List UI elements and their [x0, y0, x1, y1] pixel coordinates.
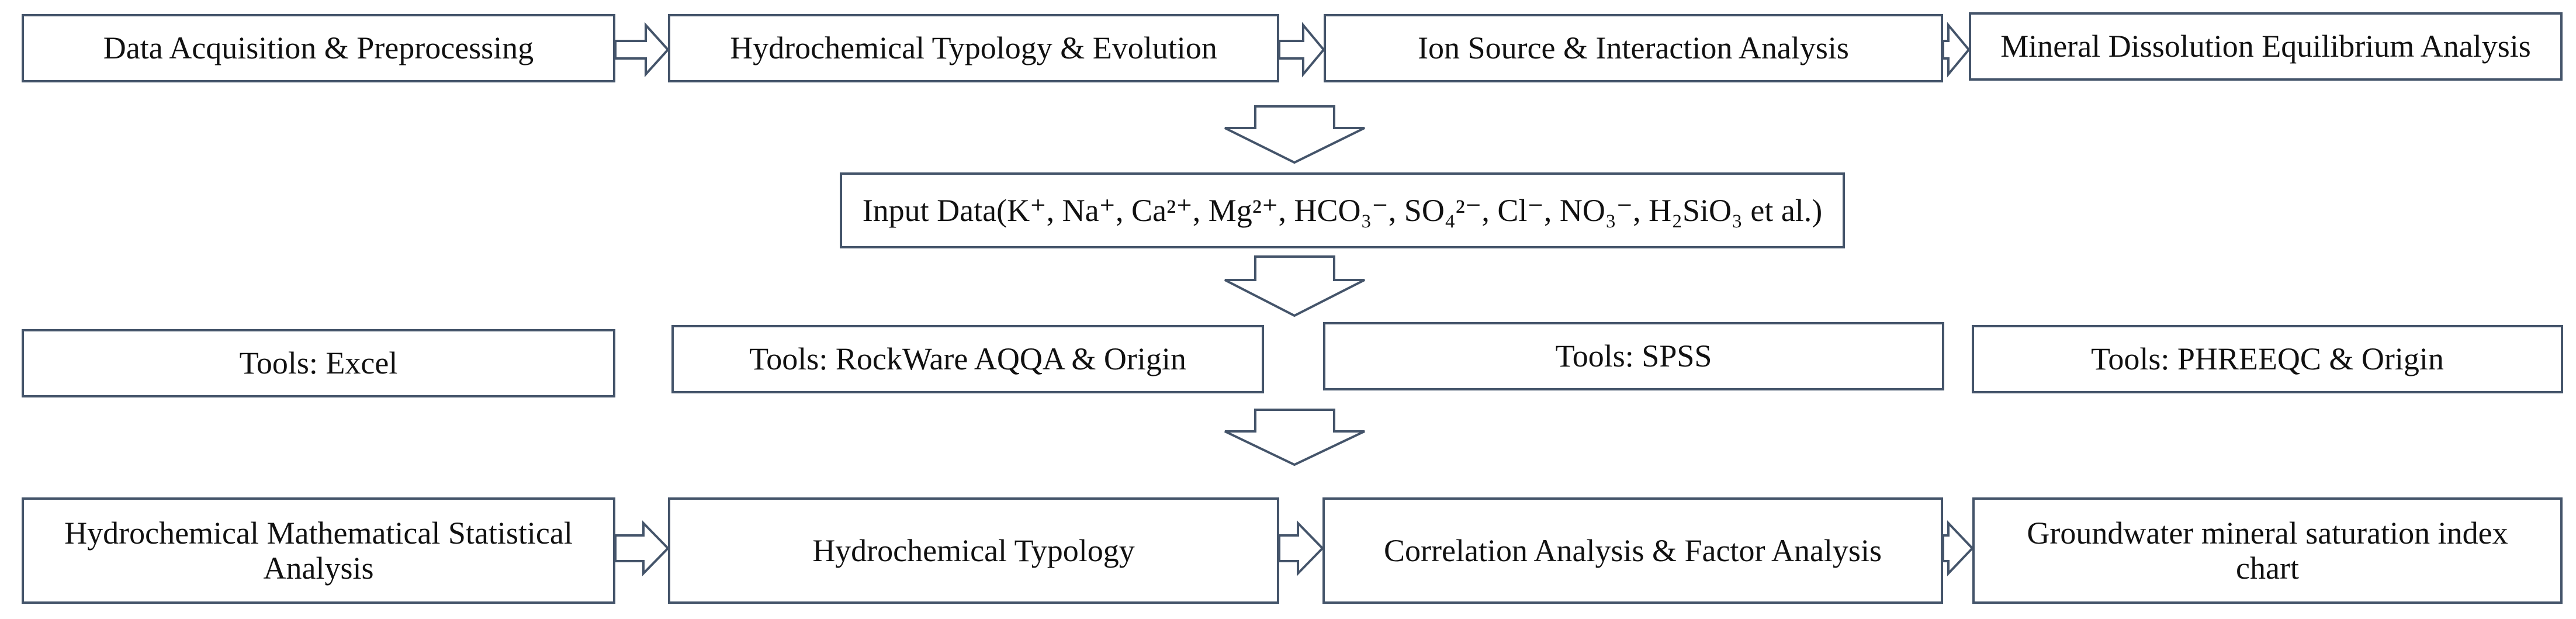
stage-ion-source-analysis: Ion Source & Interaction Analysis: [1324, 14, 1943, 82]
tools-rockware-aqqa-origin: Tools: RockWare AQQA & Origin: [671, 325, 1264, 393]
stage-hydrochemical-typology-evolution: Hydrochemical Typology & Evolution: [668, 14, 1279, 82]
tools-excel: Tools: Excel: [22, 329, 615, 397]
output-saturation-index-chart: Groundwater mineral saturation index cha…: [1972, 497, 2563, 604]
output-correlation-factor-analysis: Correlation Analysis & Factor Analysis: [1322, 497, 1943, 604]
down-arrow-icon: [1224, 409, 1365, 466]
right-arrow-icon: [614, 22, 670, 78]
tools-phreeqc-origin: Tools: PHREEQC & Origin: [1972, 325, 2563, 393]
tools-spss: Tools: SPSS: [1323, 322, 1944, 390]
stage-data-acquisition: Data Acquisition & Preprocessing: [22, 14, 615, 82]
right-arrow-icon: [1278, 22, 1325, 78]
right-arrow-icon: [1942, 520, 1974, 576]
input-data-box: Input Data(K⁺, Na⁺, Ca²⁺, Mg²⁺, HCO₃⁻, S…: [840, 172, 1845, 248]
stage-mineral-dissolution: Mineral Dissolution Equilibrium Analysis: [1969, 12, 2563, 81]
output-hydrochemical-typology: Hydrochemical Typology: [668, 497, 1279, 604]
down-arrow-icon: [1224, 255, 1365, 317]
output-mathematical-statistical-analysis: Hydrochemical Mathematical Statistical A…: [22, 497, 615, 604]
right-arrow-icon: [1278, 520, 1324, 576]
right-arrow-icon: [614, 520, 670, 576]
down-arrow-icon: [1224, 105, 1365, 164]
right-arrow-icon: [1942, 22, 1971, 78]
